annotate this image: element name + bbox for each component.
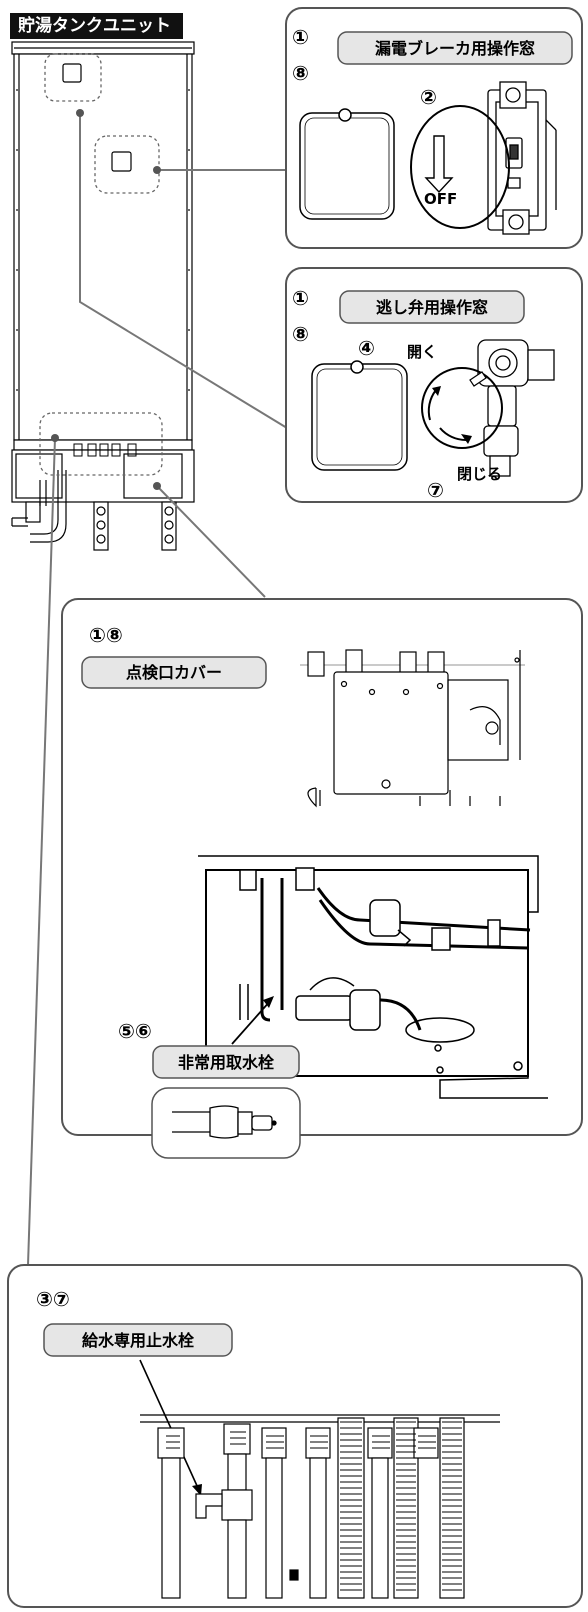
leader-lines: [27, 113, 290, 1266]
supply-label: 給水専用止水栓: [82, 1331, 195, 1350]
valve-window-cover: [311, 360, 408, 471]
breaker-step-2: ②: [420, 85, 437, 109]
unit-title: 貯湯タンクユニット: [10, 13, 183, 39]
emergency-steps: ⑤⑥: [118, 1019, 152, 1043]
tank-highlight-regions: [39, 53, 163, 476]
emergency-pointer: [231, 999, 272, 1045]
valve-label: 逃し弁用操作窓: [376, 298, 488, 317]
breaker-step-8: ⑧: [292, 61, 309, 85]
off-arrow-icon: [424, 135, 454, 194]
breaker-window-cover: [299, 108, 395, 220]
leader-endpoints: [51, 109, 161, 490]
emergency-label: 非常用取水栓: [178, 1053, 275, 1072]
inspection-label: 点検口カバー: [126, 663, 222, 682]
breaker-panel: ① ⑧ 漏電ブレーカ用操作窓 ② OFF: [285, 7, 583, 249]
supply-pointer: [139, 1359, 199, 1489]
relief-valve: [477, 339, 555, 477]
breaker-label: 漏電ブレーカ用操作窓: [375, 39, 535, 58]
supply-panel: ③⑦ 給水専用止水栓: [7, 1264, 583, 1608]
inspection-label-pill: [81, 656, 267, 689]
supply-steps: ③⑦: [36, 1287, 70, 1311]
breaker-label-pill: [337, 31, 573, 65]
supply-pipes-drawing: [140, 1414, 500, 1599]
breaker-step-1: ①: [292, 25, 309, 49]
open-label: 開く: [407, 343, 437, 361]
emergency-label-pill: [152, 1045, 300, 1079]
corrugation-lines: [166, 1421, 462, 1591]
inspection-cover-drawing: [300, 649, 525, 808]
tank-unit-illustration: [11, 41, 195, 551]
breaker-magnifier: [410, 105, 510, 229]
valve-step-4: ④: [358, 336, 375, 360]
inspection-panel: ①⑧ 点検口カバー: [61, 598, 583, 1159]
valve-step-7: ⑦: [427, 478, 444, 502]
off-label: OFF: [424, 190, 457, 208]
supply-label-pill: [43, 1323, 233, 1357]
close-label: 閉じる: [457, 465, 502, 483]
inspection-steps: ①⑧: [89, 623, 123, 647]
valve-step-8: ⑧: [292, 322, 309, 346]
faucet-detail-drawing: [172, 1105, 277, 1139]
valve-magnifier: [421, 367, 503, 449]
emergency-valve-drawing: [198, 855, 548, 1099]
valve-label-pill: [339, 290, 525, 324]
breaker-switch: [487, 81, 557, 235]
valve-step-1: ①: [292, 286, 309, 310]
relief-valve-panel: ① ⑧ 逃し弁用操作窓 ④ 開く ⑦ 閉じる: [285, 267, 583, 503]
